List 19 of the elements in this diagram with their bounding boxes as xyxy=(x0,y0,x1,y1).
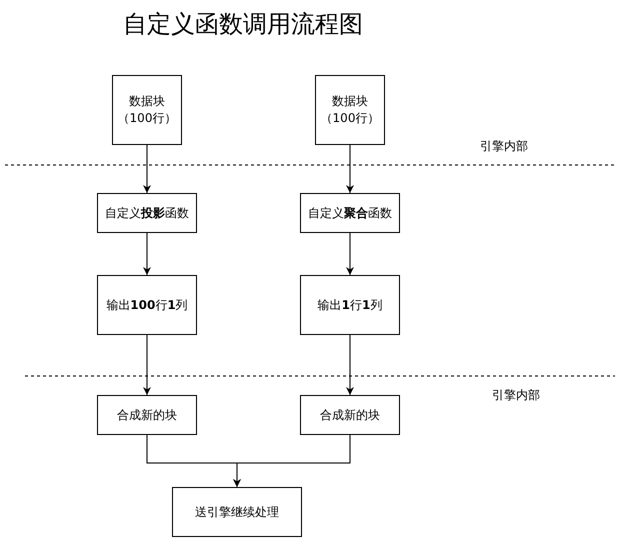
process-box: 数据块（100行） xyxy=(315,75,385,145)
arrow xyxy=(346,144,354,194)
arrow xyxy=(143,144,151,194)
process-box: 输出100行1列 xyxy=(97,275,197,335)
arrow xyxy=(233,434,350,488)
process-box: 合成新的块 xyxy=(300,395,400,435)
process-box: 自定义聚合函数 xyxy=(300,193,400,233)
process-box: 数据块（100行） xyxy=(112,75,182,145)
process-box: 送引擎继续处理 xyxy=(172,487,302,537)
process-box: 自定义投影函数 xyxy=(97,193,197,233)
process-box: 输出1行1列 xyxy=(300,275,400,335)
section-label: 引擎内部 xyxy=(480,138,528,155)
title: 自定义函数调用流程图 xyxy=(123,9,363,40)
arrow xyxy=(346,232,354,276)
arrow xyxy=(346,334,354,396)
arrow xyxy=(143,232,151,276)
section-label: 引擎内部 xyxy=(492,387,540,404)
process-box: 合成新的块 xyxy=(97,395,197,435)
arrow xyxy=(143,334,151,396)
